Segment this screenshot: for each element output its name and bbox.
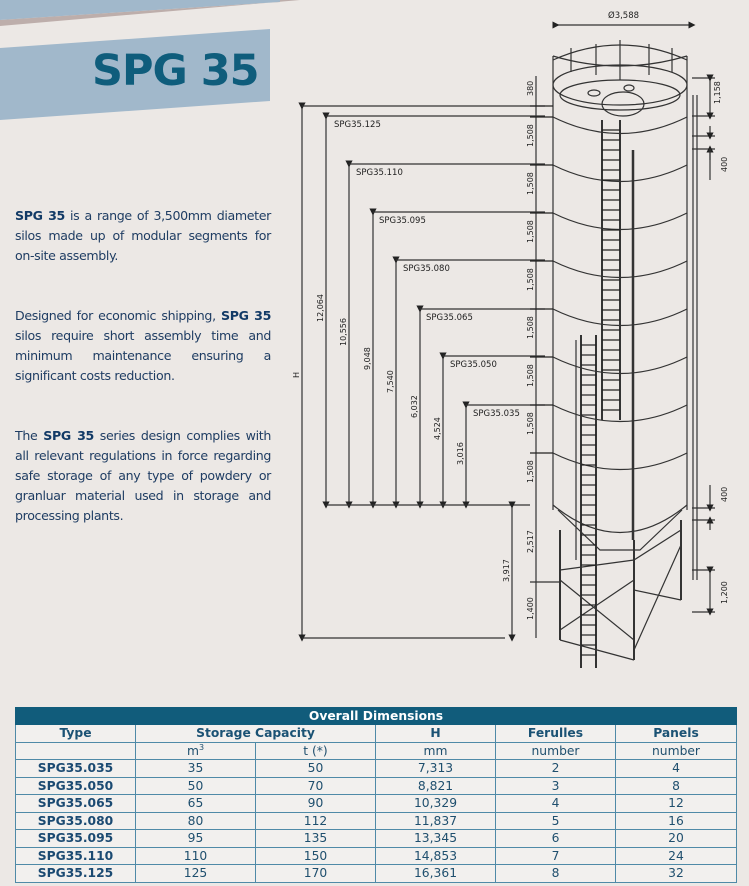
header-panels: Panels bbox=[615, 724, 737, 743]
height-label: 3,016 bbox=[456, 442, 465, 465]
unit-type bbox=[15, 741, 136, 760]
height-label: 12,064 bbox=[316, 294, 325, 322]
unit-mm: mm bbox=[375, 741, 496, 760]
intro-paragraph-2: Designed for economic shipping, SPG 35 s… bbox=[15, 306, 271, 386]
height-label: 10,556 bbox=[339, 318, 348, 346]
intro-paragraph-3: The SPG 35 series design complies with a… bbox=[15, 426, 271, 526]
height-label: 9,048 bbox=[363, 347, 372, 370]
paragraph-text: is a range of 3,500mm diameter silos mad… bbox=[15, 208, 271, 263]
h-label: H bbox=[292, 372, 301, 378]
overall-dimensions-table: Overall Dimensions Type Storage Capacity… bbox=[15, 707, 737, 883]
page-title: SPG 35 bbox=[92, 46, 260, 96]
unit-t: t (*) bbox=[255, 741, 376, 760]
segment-dim: 1,508 bbox=[526, 364, 535, 387]
unit-panels: number bbox=[615, 741, 737, 760]
segment-dim: 1,508 bbox=[526, 172, 535, 195]
model-label: SPG35.080 bbox=[403, 264, 450, 274]
table-units-row: m3 t (*) mm number number bbox=[15, 741, 737, 760]
table-title-row: Overall Dimensions bbox=[15, 707, 737, 725]
model-label: SPG35.125 bbox=[334, 120, 381, 130]
segment-dim: 1,508 bbox=[526, 316, 535, 339]
paragraph-text: Designed for economic shipping, bbox=[15, 308, 221, 323]
brand-name: SPG 35 bbox=[43, 428, 94, 443]
table-header-row: Type Storage Capacity H Ferulles Panels bbox=[15, 724, 737, 743]
model-label: SPG35.095 bbox=[379, 216, 426, 226]
segment-dim: 1,508 bbox=[526, 412, 535, 435]
paragraph-text: The bbox=[15, 428, 44, 443]
top-decorative-band bbox=[0, 0, 300, 26]
model-label: SPG35.035 bbox=[473, 409, 520, 419]
paragraph-text: silos require short assembly time and mi… bbox=[15, 328, 271, 383]
base-height-dim: 3,917 bbox=[502, 559, 511, 582]
brand-name: SPG 35 bbox=[220, 308, 272, 323]
model-label: SPG35.110 bbox=[356, 168, 403, 178]
segment-dim: 1,508 bbox=[526, 268, 535, 291]
segment-dim: 1,508 bbox=[526, 124, 535, 147]
height-label: 7,540 bbox=[386, 370, 395, 393]
segment-dim: 1,508 bbox=[526, 460, 535, 483]
header-h: H bbox=[375, 724, 496, 743]
paragraph-text: series design complies with all relevant… bbox=[15, 428, 271, 523]
model-label: SPG35.050 bbox=[450, 360, 497, 370]
brand-name: SPG 35 bbox=[15, 208, 65, 223]
segment-dim: 2,517 bbox=[526, 530, 535, 553]
header-storage-capacity: Storage Capacity bbox=[135, 724, 376, 743]
unit-ferulles: number bbox=[495, 741, 616, 760]
segment-dim: 1,400 bbox=[526, 597, 535, 620]
table-title: Overall Dimensions bbox=[15, 707, 737, 725]
diameter-label: Ø3,588 bbox=[608, 10, 639, 21]
segment-dim: 380 bbox=[526, 81, 535, 96]
height-label: 4,524 bbox=[433, 417, 442, 440]
right-dim: 400 bbox=[720, 157, 729, 172]
right-dim: 1,158 bbox=[713, 81, 722, 104]
height-label: 6,032 bbox=[410, 395, 419, 418]
intro-paragraph-1: SPG 35 is a range of 3,500mm diameter si… bbox=[15, 206, 271, 266]
header-ferulles: Ferulles bbox=[495, 724, 616, 743]
unit-m3: m3 bbox=[135, 741, 256, 760]
right-dim: 400 bbox=[720, 487, 729, 502]
segment-dim: 1,508 bbox=[526, 220, 535, 243]
right-dim: 1,200 bbox=[720, 581, 729, 604]
header-type: Type bbox=[15, 724, 136, 743]
model-label: SPG35.065 bbox=[426, 313, 473, 323]
title-banner bbox=[0, 29, 270, 120]
silo-technical-drawing: Ø3,588 SPG35.125 SPG35.110 SPG35.095 SPG… bbox=[292, 10, 729, 668]
